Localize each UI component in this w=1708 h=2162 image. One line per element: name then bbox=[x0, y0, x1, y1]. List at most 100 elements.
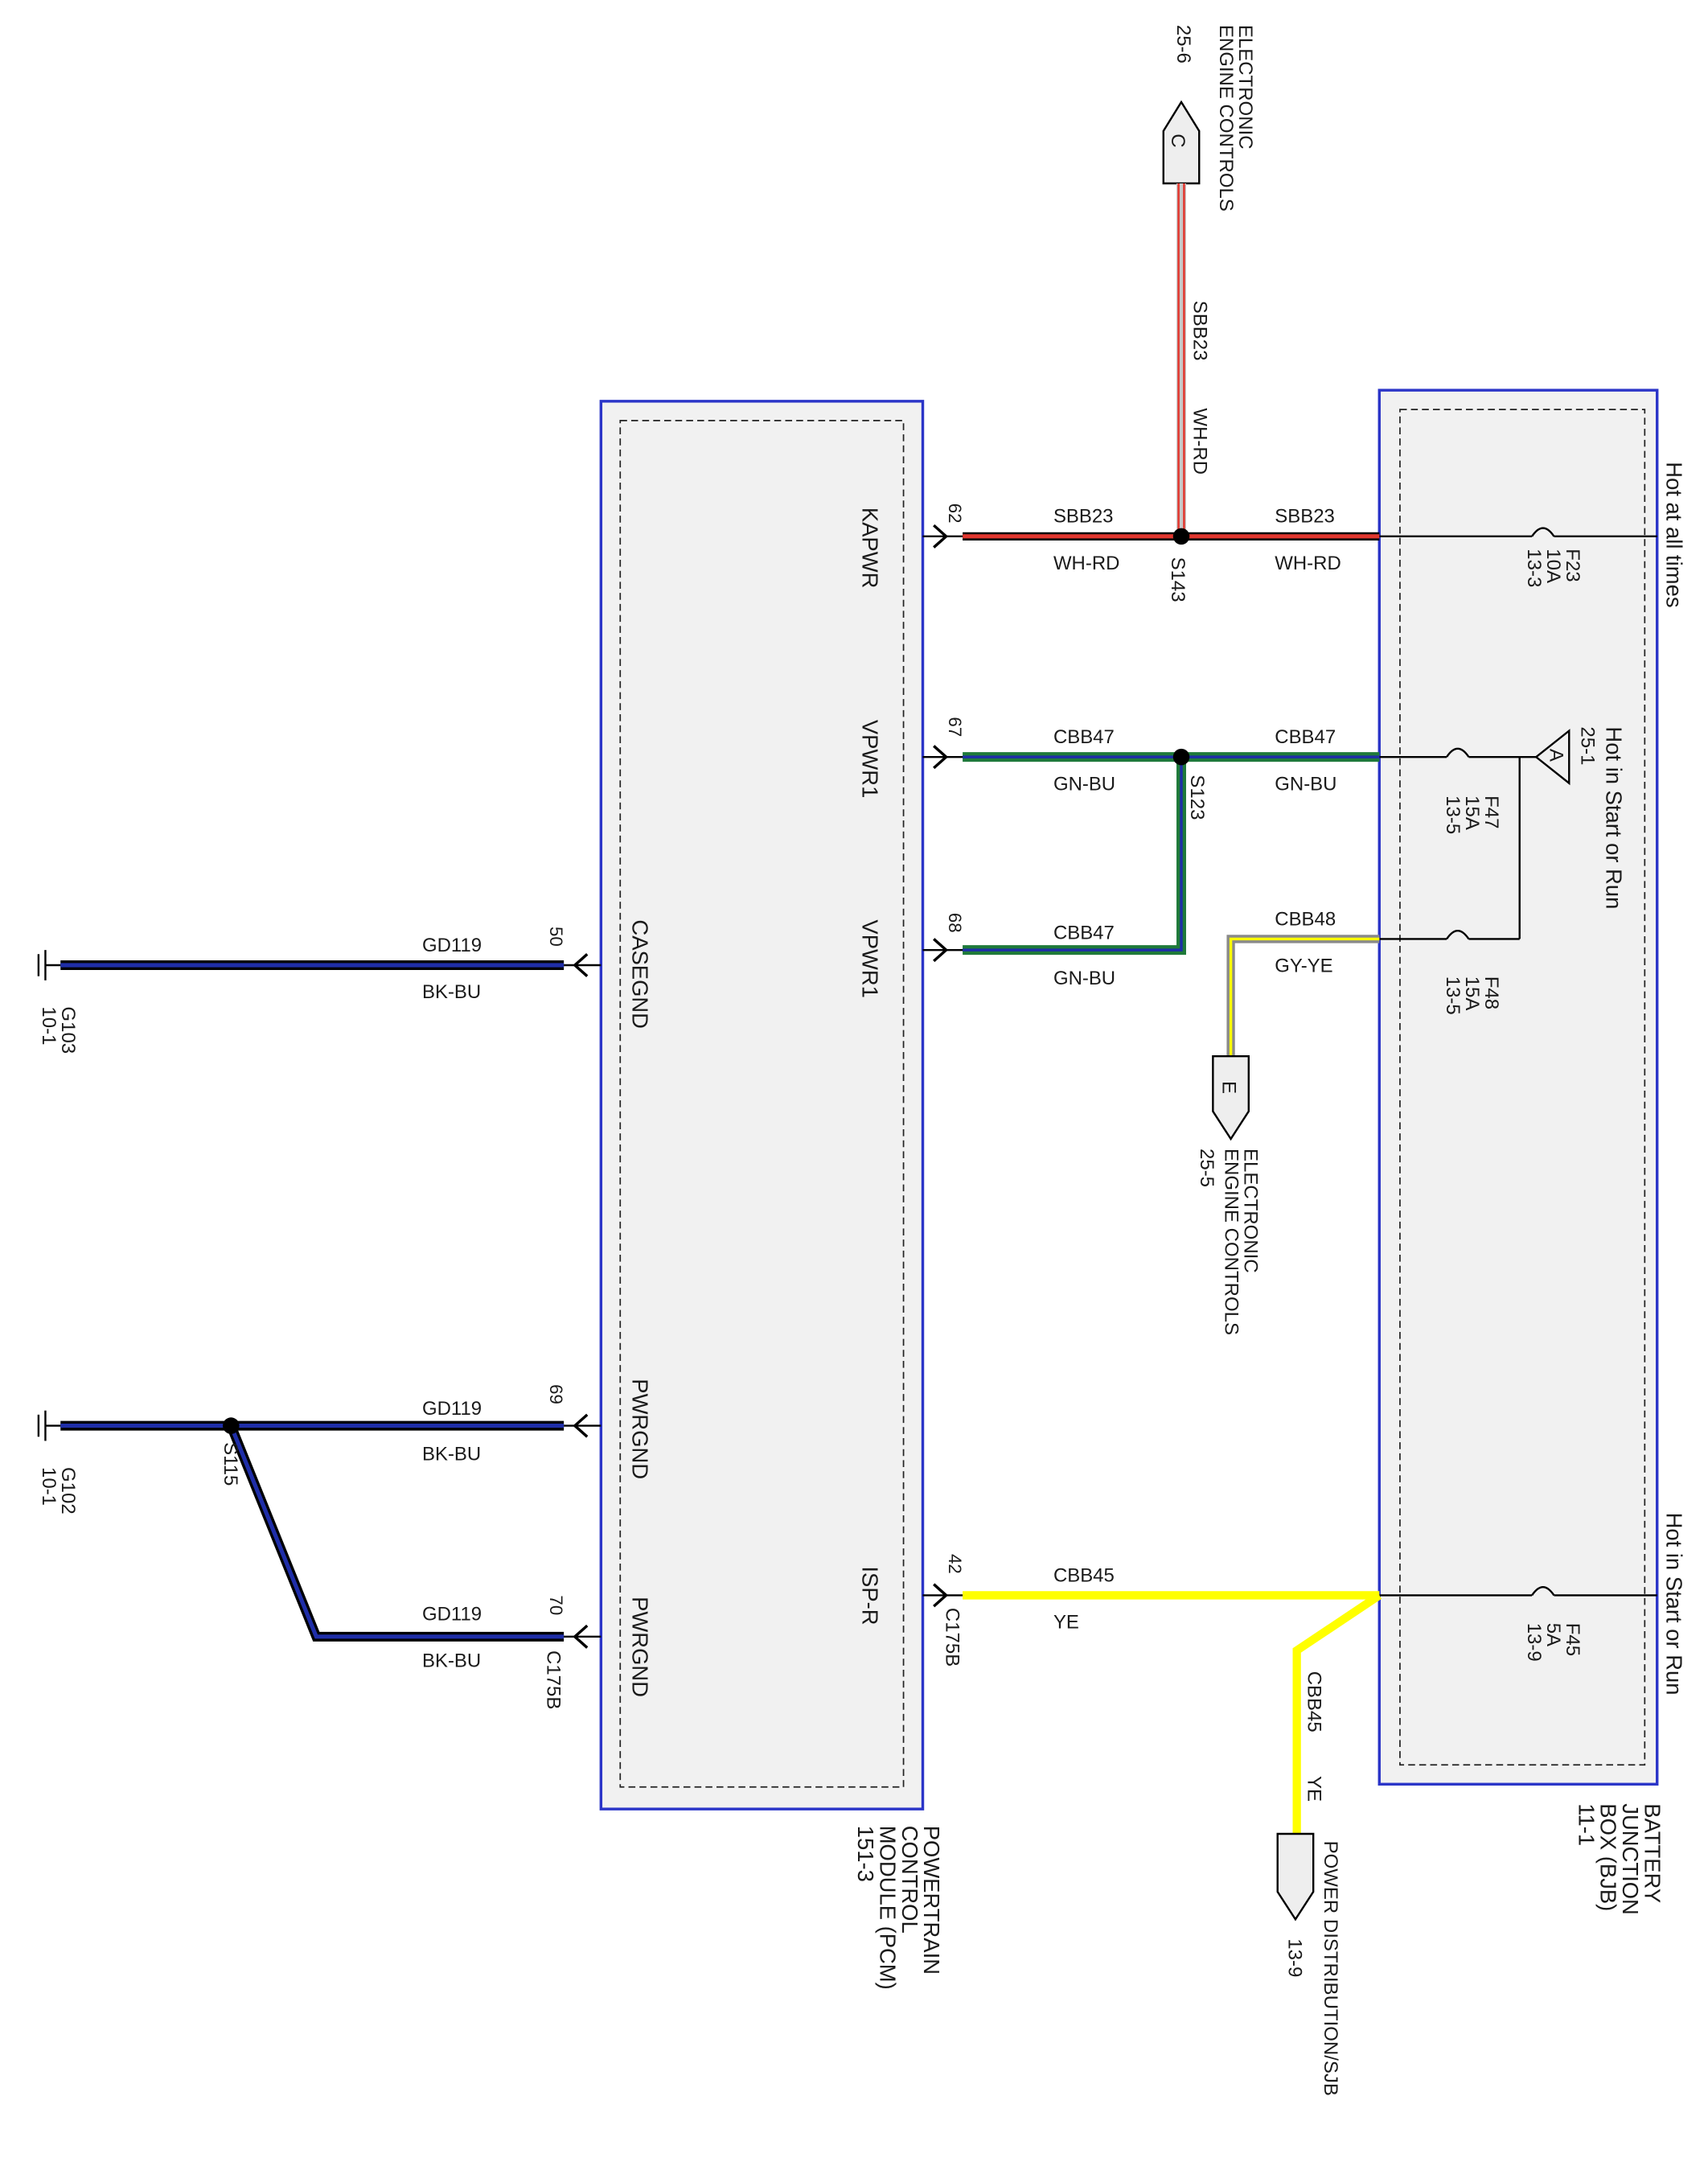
connector-a[interactable]: A bbox=[1534, 729, 1570, 786]
wire-sbb23-vertical-color: WH-RD bbox=[1189, 408, 1210, 475]
fuse-f48-rating: 15A bbox=[1461, 976, 1483, 1011]
pin-67-name: VPWR1 bbox=[857, 720, 882, 798]
connector-c-ref: 25-6 bbox=[1172, 25, 1194, 64]
wire-cbb48 bbox=[1226, 935, 1380, 1057]
fuse-f23-label: F23 10A 13-3 bbox=[1523, 549, 1583, 587]
pin-68-name: VPWR1 bbox=[857, 919, 882, 997]
pin-69-number: 69 bbox=[546, 1384, 566, 1404]
wire-sbb23-right-color: WH-RD bbox=[1275, 553, 1341, 574]
fuse-f23 bbox=[1379, 527, 1657, 538]
wire-cbb45-branch-color: YE bbox=[1303, 1776, 1324, 1802]
pcm-label-line2: CONTROL bbox=[897, 1826, 922, 1934]
pin-62-arrow bbox=[933, 524, 949, 549]
connector-pd-ref: 13-9 bbox=[1283, 1938, 1305, 1977]
fuse-f47-label: F47 15A 13-5 bbox=[1442, 795, 1502, 834]
pin-62-number: 62 bbox=[945, 504, 965, 524]
ground-g103-label: G103 10-1 bbox=[38, 1006, 79, 1054]
connector-e[interactable]: E bbox=[1212, 1054, 1250, 1141]
fuse-f47-rating: 15A bbox=[1461, 795, 1483, 830]
wire-gd119-pwrgnd2-color: BK-BU bbox=[422, 1650, 481, 1672]
pcm-label-ref: 151-3 bbox=[853, 1826, 878, 1882]
pin-70-number: 70 bbox=[546, 1595, 566, 1615]
wire-gd119-casegnd-circuit: GD119 bbox=[422, 935, 482, 956]
bjb-label-line1: BATTERY bbox=[1640, 1803, 1665, 1903]
wire-sbb23-vertical-circuit: SBB23 bbox=[1189, 301, 1210, 361]
fuse-f45-rating: 5A bbox=[1542, 1623, 1564, 1646]
connector-pd-title: POWER DISTRIBUTION/SJB bbox=[1320, 1841, 1341, 2096]
bjb-label-ref: 11-1 bbox=[1574, 1803, 1599, 1846]
wire-cbb48-circuit: CBB48 bbox=[1275, 908, 1336, 930]
splice-s123 bbox=[1172, 748, 1190, 766]
wire-gd119-pwrgnd1-circuit: GD119 bbox=[422, 1398, 482, 1420]
fuse-f23-ref: 13-3 bbox=[1523, 549, 1545, 587]
pin-68-number: 68 bbox=[945, 913, 965, 933]
wire-cbb47-right-circuit: CBB47 bbox=[1275, 726, 1336, 748]
pin-70-arrow bbox=[573, 1624, 589, 1649]
fuse-f47-ref: 13-5 bbox=[1442, 795, 1464, 834]
pin-50-number: 50 bbox=[546, 927, 566, 947]
fuse-f48-name: F48 bbox=[1480, 976, 1502, 1009]
pin-50-name: CASEGND bbox=[628, 919, 653, 1029]
splice-s115-label: S115 bbox=[220, 1442, 241, 1486]
hot-at-all-times-label: Hot at all times bbox=[1662, 462, 1687, 607]
fuse-f45-name: F45 bbox=[1562, 1623, 1583, 1656]
connector-c-label: ELECTRONIC ENGINE CONTROLS bbox=[1215, 25, 1256, 212]
wire-cbb47-lower-circuit: CBB47 bbox=[1053, 922, 1115, 943]
connector-a-letter: A bbox=[1545, 749, 1566, 762]
pin-42-arrow bbox=[933, 1583, 949, 1608]
fuse-f45-label: F45 5A 13-9 bbox=[1523, 1623, 1583, 1662]
pin-67-arrow bbox=[933, 745, 949, 770]
pcm-box bbox=[599, 400, 925, 1811]
wire-sbb23-right-circuit: SBB23 bbox=[1275, 506, 1335, 528]
pcm-label-line3: MODULE (PCM) bbox=[876, 1826, 901, 1990]
pin-42-number: 42 bbox=[945, 1554, 965, 1574]
connector-c175b-bottom: C175B bbox=[543, 1650, 565, 1709]
connector-c-title2: ENGINE CONTROLS bbox=[1215, 25, 1237, 212]
wire-gd119-pwrgnd bbox=[60, 1420, 601, 1642]
fuse-f48 bbox=[1379, 929, 1520, 940]
pin-42-name: ISP-R bbox=[857, 1566, 882, 1625]
wire-cbb45-branch-circuit: CBB45 bbox=[1303, 1671, 1324, 1732]
connector-c[interactable]: C bbox=[1162, 100, 1201, 185]
connector-c-title1: ELECTRONIC bbox=[1234, 25, 1256, 150]
wire-cbb47-lower-color: GN-BU bbox=[1053, 968, 1115, 989]
connector-e-title2: ENGINE CONTROLS bbox=[1221, 1149, 1242, 1335]
pcm-label-line1: POWERTRAIN bbox=[919, 1826, 944, 1975]
splice-s143-label: S143 bbox=[1167, 557, 1189, 602]
bjb-box bbox=[1377, 388, 1659, 1786]
wire-gd119-casegnd-color: BK-BU bbox=[422, 981, 481, 1003]
wire-cbb47 bbox=[922, 752, 1380, 956]
wire-sbb23-left-color: WH-RD bbox=[1053, 553, 1119, 574]
hot-start-run-label-bottom: Hot in Start or Run bbox=[1662, 1513, 1687, 1695]
connector-c175b-top: C175B bbox=[942, 1608, 963, 1667]
connector-power-distribution[interactable] bbox=[1276, 1832, 1315, 1922]
wire-gd119-pwrgnd1-color: BK-BU bbox=[422, 1443, 481, 1465]
bjb-label-line3: BOX (BJB) bbox=[1596, 1803, 1621, 1911]
pin-68-arrow bbox=[933, 938, 949, 963]
ground-g102-ref: 10-1 bbox=[38, 1467, 60, 1506]
wire-cbb45-color: YE bbox=[1053, 1612, 1079, 1634]
wire-cbb45-circuit: CBB45 bbox=[1053, 1564, 1115, 1586]
fuse-f23-rating: 10A bbox=[1542, 549, 1564, 583]
wire-cbb45 bbox=[922, 1591, 1382, 1835]
pin-62-name: KAPWR bbox=[857, 508, 882, 589]
bjb-label-line2: JUNCTION bbox=[1618, 1803, 1643, 1915]
wire-cbb48-color: GY-YE bbox=[1275, 956, 1332, 977]
pin-70-name: PWRGND bbox=[628, 1597, 653, 1697]
ground-g103 bbox=[37, 950, 61, 980]
fuse-f48-label: F48 15A 13-5 bbox=[1442, 976, 1502, 1015]
connector-e-label: ELECTRONIC ENGINE CONTROLS bbox=[1221, 1149, 1262, 1335]
splice-s123-label: S123 bbox=[1186, 775, 1208, 820]
splice-s143 bbox=[1172, 528, 1190, 545]
wire-cbb47-left-circuit: CBB47 bbox=[1053, 726, 1115, 748]
fuse-f45-ref: 13-9 bbox=[1523, 1623, 1545, 1662]
fuse-f47 bbox=[1379, 747, 1537, 939]
pin-69-arrow bbox=[573, 1413, 589, 1438]
connector-e-ref: 25-5 bbox=[1196, 1149, 1217, 1187]
wire-sbb23-left-circuit: SBB23 bbox=[1053, 506, 1114, 528]
connector-a-ref: 25-1 bbox=[1577, 726, 1599, 765]
connector-e-title1: ELECTRONIC bbox=[1240, 1149, 1262, 1273]
pin-69-name: PWRGND bbox=[628, 1379, 653, 1479]
